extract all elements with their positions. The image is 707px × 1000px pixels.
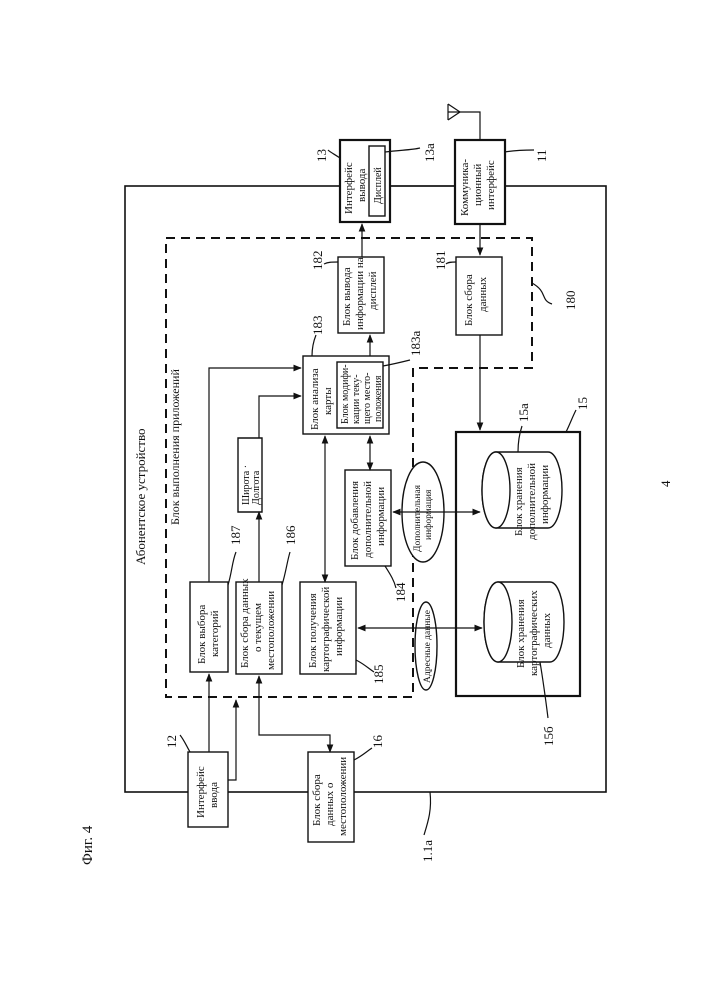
display-out-line3: дисплей	[367, 271, 379, 310]
output-ref-leader	[328, 150, 340, 158]
device-ref: 1.1a	[420, 840, 435, 862]
latlon-line2: Долгота	[251, 470, 262, 505]
addl-info-line2: информация	[423, 489, 434, 540]
modify-block-line3: щего место-	[362, 372, 373, 424]
data-collect-line2: данных	[477, 276, 489, 312]
device-ref-leader	[424, 792, 431, 835]
storage-ref: 15	[575, 397, 590, 410]
current-location-ref: 186	[283, 525, 298, 545]
input-interface-line2: ввода	[208, 782, 220, 808]
comm-interface-ref: 11	[534, 149, 549, 162]
modify-block-line4: положения	[373, 375, 384, 422]
addl-storage-line3: информации	[539, 465, 551, 524]
page-number: 4	[658, 480, 673, 487]
map-storage-line1: Блок хранения	[515, 599, 527, 668]
location-collect-ref: 16	[370, 735, 385, 749]
output-interface-line1: Интерфейс	[343, 162, 355, 214]
device-label: Абонентское устройство	[133, 428, 148, 565]
comm-interface-line1: Коммуника-	[459, 159, 471, 216]
location-collect-line2: данных о	[324, 782, 336, 826]
output-interface-ref: 13	[314, 149, 329, 162]
app-block-label: Блок выполнения приложений	[168, 369, 182, 525]
data-collect-ref: 181	[433, 251, 448, 271]
location-collect-line1: Блок сбора	[311, 774, 323, 826]
addl-add-line2: дополнительной	[362, 481, 374, 558]
map-obtain-ref: 185	[371, 665, 386, 685]
addl-storage-line2: дополнительной	[526, 463, 538, 540]
display-out-line1: Блок вывода	[341, 267, 353, 326]
map-obtain-line2: картографической	[320, 587, 332, 672]
display-out-line2: информации на	[354, 257, 366, 330]
addl-info-line1: Дополнительная	[413, 484, 423, 552]
display-ref: 13a	[422, 143, 437, 162]
map-storage-ref: 15б	[541, 726, 556, 746]
category-select-line2: категорий	[209, 610, 221, 657]
map-analysis-line1: Блок анализа	[309, 368, 321, 430]
map-storage-line2: картографических	[528, 590, 540, 676]
addl-add-line1: Блок добавления	[349, 481, 361, 560]
data-collect-line1: Блок сбора	[463, 274, 475, 326]
map-obtain-line3: информации	[333, 597, 345, 656]
category-select-ref: 187	[228, 525, 243, 545]
current-location-line3: местоположении	[265, 591, 277, 670]
comm-interface-line3: интерфейс	[485, 160, 497, 210]
comm-ref-leader	[505, 150, 534, 152]
current-location-line2: о текущем	[252, 603, 264, 652]
modify-block-ref: 183a	[408, 331, 423, 357]
figure-title: Фиг. 4	[80, 825, 96, 865]
addl-storage-line1: Блок хранения	[513, 467, 525, 536]
map-analysis-line2: карты	[322, 387, 334, 415]
display-label: Дисплей	[373, 167, 384, 204]
input-interface-line1: Интерфейс	[195, 766, 207, 818]
comm-interface-line2: ционный	[472, 164, 484, 206]
address-data-text: Адресные данные	[423, 610, 433, 683]
input-interface-ref: 12	[164, 735, 179, 748]
map-storage-line3: данных	[541, 612, 553, 648]
addl-add-line3: информации	[375, 487, 387, 546]
map-analysis-ref: 183	[310, 316, 325, 336]
modify-block-line1: Блок модифи-	[340, 364, 351, 424]
app-block-ref: 180	[563, 291, 578, 311]
location-collect-line3: местоположении	[337, 757, 349, 836]
addl-storage-ref: 15a	[516, 403, 531, 422]
modify-block-line2: кации теку-	[351, 374, 362, 424]
category-select-line1: Блок выбора	[196, 605, 208, 664]
current-location-line1: Блок сбора данных	[239, 578, 251, 668]
map-obtain-line1: Блок получения	[307, 593, 319, 668]
output-interface-line2: вывода	[356, 169, 368, 202]
display-out-ref: 182	[310, 251, 325, 271]
